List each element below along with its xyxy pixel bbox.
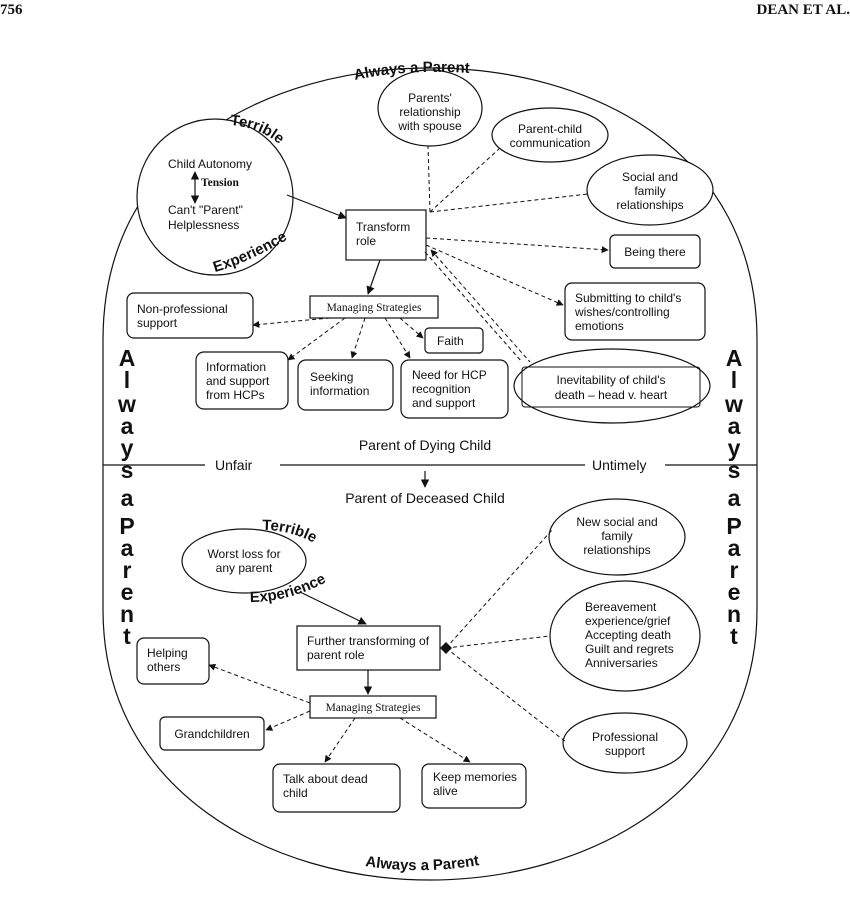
link-seeking [350,317,366,359]
keep-memories-box [421,763,527,809]
being-there-text: Being there [624,245,686,259]
further-transform-box [296,625,441,671]
link-inevitability-1 [424,251,523,363]
new-social-ellipse [548,498,686,576]
link-communication [429,147,501,213]
non-professional-box [126,292,254,339]
faith-text: Faith [437,334,464,348]
always-parent-bottom: Always a Parent [364,852,480,874]
link-non-professional [252,317,331,328]
link-new-social [445,529,553,649]
managing-strategies-2-text: Managing Strategies [326,702,421,714]
hub-marker [440,642,452,654]
submitting-box [564,282,706,341]
link-helping-others [208,663,311,704]
inevitability-inner-box [521,366,701,408]
parent-child-comm-ellipse [491,107,609,163]
link-bereavement [445,635,551,649]
arrow-terrible-to-transform [286,194,347,220]
link-keep-memories [399,717,471,763]
managing-strategies-2-box [309,695,437,719]
link-info-hcp [287,317,346,361]
need-hcp-box [400,359,509,419]
tension-text: Tension [201,177,240,189]
seeking-info-box [297,359,394,411]
link-being-there [425,237,609,254]
parent-deceased-text: Parent of Deceased Child [345,490,505,506]
social-family-ellipse [586,154,714,226]
helping-others-box [136,637,210,685]
managing-strategies-1-box [309,295,439,319]
grandchildren-text: Grandchildren [174,727,249,741]
link-submitting [425,244,564,306]
talk-dead-child-box [272,763,401,813]
cant-parent-text: Can't "Parent" [168,203,243,217]
link-professional [445,647,567,743]
page-number: 756 [0,2,23,18]
child-autonomy-text: Child Autonomy [168,157,252,171]
arrow-worst-loss-to-further [299,591,367,625]
link-inevitability-2 [430,249,531,363]
unfair-text: Unfair [215,457,253,473]
info-support-hcp-box [195,351,289,410]
transform-role-box [345,209,427,261]
arrow-transform-to-managing [366,259,381,295]
worst-loss-ellipse [181,528,307,594]
grandchildren-box [159,716,265,751]
link-talk-dead-child [324,717,356,763]
professional-support-ellipse [562,712,688,774]
parent-dying-text: Parent of Dying Child [359,437,491,453]
being-there-box [609,234,701,269]
helplessness-text: Helplessness [168,218,239,232]
running-title: DEAN ET AL. [756,2,850,18]
managing-strategies-1-text: Managing Strategies [327,302,422,314]
bereavement-ellipse [549,580,701,692]
untimely-text: Untimely [592,457,646,473]
link-grandchildren [265,710,311,731]
faith-box [424,327,484,354]
link-need-hcp [384,317,411,359]
link-social [429,193,589,213]
link-faith [399,317,424,339]
spouse-relationship-ellipse [377,69,483,147]
link-spouse [427,145,431,213]
